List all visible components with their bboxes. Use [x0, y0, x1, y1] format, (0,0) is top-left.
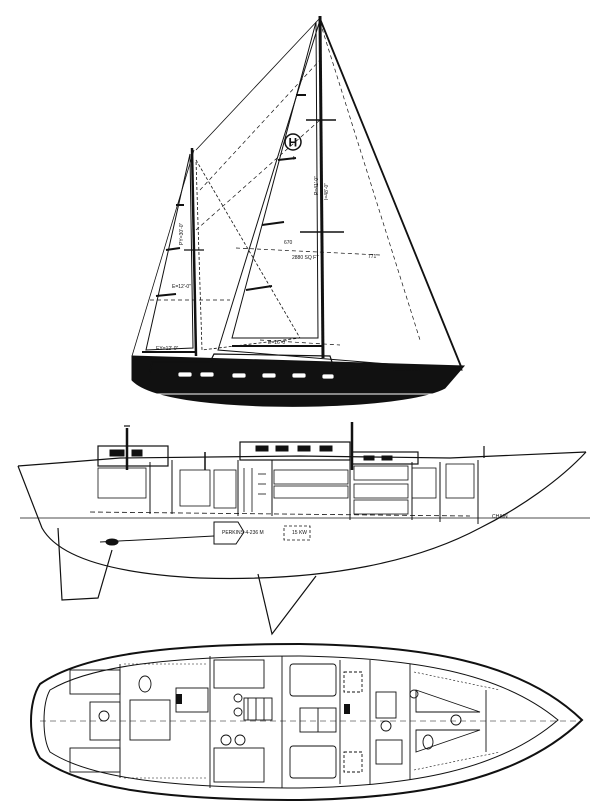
backstay: [195, 17, 321, 151]
sailplan-deckhouse: [149, 353, 421, 373]
profile-sheer: [17, 451, 587, 467]
aft-cabin: [69, 664, 152, 778]
engine: [213, 521, 245, 545]
profile-rudder: [57, 527, 113, 601]
profile-cabinetry: [97, 463, 475, 515]
dim-sail-area-note: 2880 SQ FT: [292, 255, 319, 261]
dim-foretriangle: I=48'-0": [324, 183, 330, 200]
mainsail: [231, 21, 319, 339]
label-tank: 15 KW: [292, 530, 307, 536]
sailplan-hull: [131, 355, 466, 407]
dim-mizzen-e: E=12'-0": [172, 284, 191, 290]
aft-cabin-house: [97, 445, 169, 467]
dim-mizzen-ey: EY=12'-0": [156, 346, 179, 352]
saloon: [281, 656, 363, 788]
forward-cabins: [369, 660, 487, 784]
plan-hull-inner: [43, 655, 559, 789]
main-cabin-house: [239, 441, 351, 461]
dim-main-mast: P=41'-0": [314, 176, 320, 195]
class-mark: H 4: [284, 133, 302, 162]
dim-main-e: E=16'-0": [268, 340, 287, 346]
class-mark-number: 4: [292, 156, 295, 162]
mizzen-battens: [155, 204, 184, 297]
sail-dashes: [150, 21, 421, 346]
dim-sail-area: 670: [284, 240, 293, 246]
mizzen-mast: [190, 147, 198, 357]
tank: [283, 525, 311, 541]
label-chain: CHAIN: [492, 514, 508, 520]
sail-plan: [131, 15, 466, 407]
mizzen-sail: [145, 153, 194, 351]
main-mast: [318, 15, 325, 359]
profile-bulkheads: [149, 460, 479, 524]
accommodation-dashes: [124, 663, 501, 779]
sailplan-portholes: [177, 371, 335, 380]
class-mark-letter: H: [289, 136, 298, 150]
profile-hull: [17, 451, 587, 580]
galley: [129, 656, 273, 788]
profile-keel: [257, 573, 317, 636]
mainsail-battens: [245, 94, 306, 291]
inboard-profile: [17, 422, 590, 636]
accommodation-plan: [30, 642, 584, 802]
mizzen-staysail: [195, 159, 301, 351]
dim-mizzen-i: PY=30'-0": [179, 222, 185, 245]
genoa: [217, 18, 463, 371]
label-engine: PERKINS 4-236 M: [222, 530, 264, 536]
aft-stay: [131, 149, 195, 357]
forestay: [319, 17, 463, 369]
dim-ratio: 771: [368, 254, 377, 260]
plan-hull-outer: [30, 642, 584, 802]
